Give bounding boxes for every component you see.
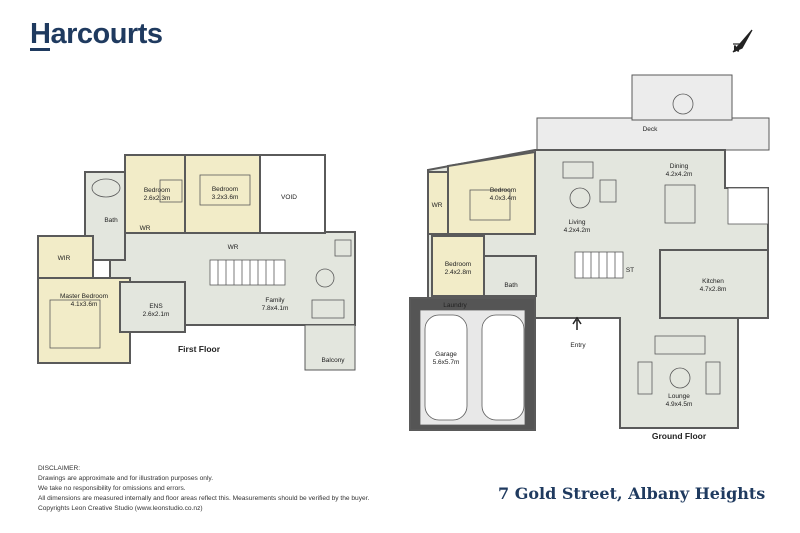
room-name-entry: Entry — [570, 342, 586, 349]
disclaimer-line: Copyrights Leon Creative Studio (www.leo… — [38, 505, 203, 512]
room-dims-kitchen: 4.7x2.8m — [700, 286, 727, 293]
ground-floor — [409, 74, 770, 431]
room-dims-bedroom-d: 2.4x2.8m — [445, 269, 472, 276]
property-address: 7 Gold Street, Albany Heights — [498, 484, 766, 503]
room-name-wr-ground: WR — [432, 202, 443, 209]
room-dims-garage: 5.6x5.7m — [433, 359, 460, 366]
room-name-family: Family — [265, 297, 285, 304]
disclaimer-line: All dimensions are measured internally a… — [38, 495, 370, 502]
room-dims-dining: 4.2x4.2m — [666, 171, 693, 178]
room-dims-bedroom-a: 2.6x2.3m — [144, 195, 171, 202]
disclaimer: DISCLAIMER: Drawings are approximate and… — [38, 464, 369, 514]
room-dims-living: 4.2x4.2m — [564, 227, 591, 234]
room-name-wr-2: WR — [228, 244, 239, 251]
room-name-kitchen: Kitchen — [702, 278, 724, 285]
room-dims-master: 4.1x3.6m — [71, 301, 98, 308]
logo-underline — [30, 48, 50, 51]
room-dims-bedroom-c: 4.0x3.4m — [490, 195, 517, 202]
room-name-living: Living — [569, 219, 586, 226]
room-name-bath-ground: Bath — [504, 282, 518, 289]
disclaimer-title: DISCLAIMER: — [38, 465, 81, 472]
room-dims-ens: 2.6x2.1m — [143, 311, 170, 318]
room-name-balcony: Balcony — [321, 357, 345, 364]
room-name-bedroom-d: Bedroom — [445, 261, 471, 268]
first-floor — [37, 154, 356, 371]
room-name-void: VOID — [281, 194, 297, 201]
room-name-bedroom-c: Bedroom — [490, 187, 516, 194]
room-name-master: Master Bedroom — [60, 293, 108, 300]
room-dims-family: 7.8x4.1m — [262, 305, 289, 312]
room-name-wr-1: WR — [140, 225, 151, 232]
room-name-bath-first: Bath — [104, 217, 118, 224]
room-dims-bedroom-b: 3.2x3.6m — [212, 194, 239, 201]
room-name-wir: WIR — [58, 255, 71, 262]
room-name-st: ST — [626, 267, 634, 274]
disclaimer-line: We take no responsibility for omissions … — [38, 485, 186, 492]
room-name-lounge: Lounge — [668, 393, 690, 400]
room-name-bedroom-a: Bedroom — [144, 187, 170, 194]
disclaimer-line: Drawings are approximate and for illustr… — [38, 475, 214, 482]
svg-text:N: N — [734, 46, 739, 53]
room-name-ens: ENS — [149, 303, 163, 310]
first-floor-label: First Floor — [178, 344, 221, 354]
room-name-bedroom-b: Bedroom — [212, 186, 238, 193]
room-dims-lounge: 4.9x4.5m — [666, 401, 693, 408]
harcourts-logo: Harcourts — [30, 18, 163, 50]
room-name-garage: Garage — [435, 351, 457, 358]
room-name-laundry: Laundry — [443, 302, 467, 309]
ground-floor-label: Ground Floor — [652, 431, 707, 441]
north-arrow-icon: N — [732, 29, 753, 54]
room-name-deck: Deck — [643, 126, 659, 133]
room-name-dining: Dining — [670, 163, 689, 170]
